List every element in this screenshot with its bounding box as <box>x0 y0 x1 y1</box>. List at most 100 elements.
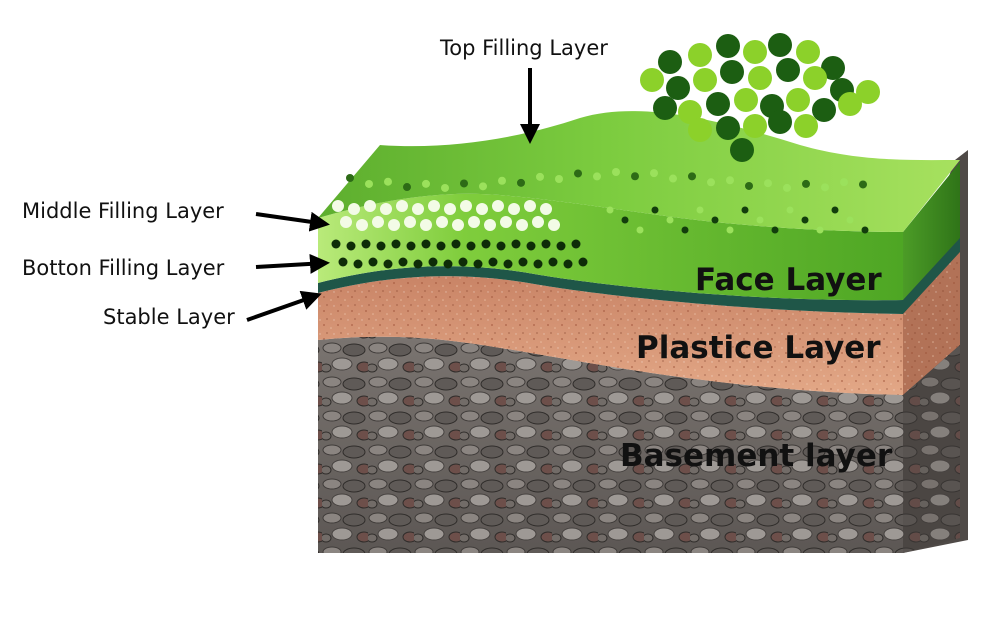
granule <box>707 178 715 187</box>
granule <box>776 58 800 82</box>
middle-filling-label: Middle Filling Layer <box>22 199 224 223</box>
granule <box>421 239 431 249</box>
granule <box>681 226 689 234</box>
top-filling-label: Top Filling Layer <box>439 36 608 60</box>
granule <box>861 226 869 234</box>
granule <box>666 216 674 224</box>
plastice-side-speckle <box>903 252 960 395</box>
granule <box>716 116 740 140</box>
granule <box>441 183 449 192</box>
granule <box>503 259 513 269</box>
granule <box>653 96 677 120</box>
granule <box>338 257 348 267</box>
stable-arrow <box>246 290 322 322</box>
granule <box>688 172 696 181</box>
granule <box>816 226 824 234</box>
granule <box>388 219 400 231</box>
granule <box>796 40 820 64</box>
granule <box>666 76 690 100</box>
granule <box>821 183 829 192</box>
granule <box>720 60 744 84</box>
granule <box>508 203 520 215</box>
granule <box>716 34 740 58</box>
granule <box>541 239 551 249</box>
granule <box>688 43 712 67</box>
granule <box>768 110 792 134</box>
granule <box>636 226 644 234</box>
granule <box>678 100 702 124</box>
granule <box>555 174 563 183</box>
granule <box>612 168 620 177</box>
granule <box>812 98 836 122</box>
granule <box>484 219 496 231</box>
plastice-layer-label: Plastice Layer <box>636 330 881 366</box>
stable-layer <box>318 266 903 314</box>
granule <box>346 241 356 251</box>
granule <box>706 92 730 116</box>
granule <box>606 206 614 214</box>
granule <box>331 239 341 249</box>
granule <box>838 92 862 116</box>
granule <box>726 226 734 234</box>
granule <box>422 179 430 188</box>
granule <box>496 241 506 251</box>
granule <box>803 66 827 90</box>
granule <box>768 33 792 57</box>
granule <box>383 259 393 269</box>
granule <box>640 68 664 92</box>
granule <box>556 241 566 251</box>
granule <box>726 176 734 185</box>
face-layer-front <box>318 193 903 301</box>
granule <box>526 241 536 251</box>
granule <box>741 206 749 214</box>
basement-side-stones <box>903 345 960 553</box>
granule <box>403 183 411 192</box>
granule <box>563 259 573 269</box>
granule <box>840 178 848 187</box>
granule <box>361 239 371 249</box>
grass-side-face <box>903 162 960 300</box>
granule <box>786 206 794 214</box>
granule <box>436 216 448 228</box>
granule <box>593 172 601 181</box>
granule <box>452 219 464 231</box>
basement-stones <box>318 336 903 553</box>
granule <box>693 68 717 92</box>
granule <box>488 257 498 267</box>
granule <box>734 88 758 112</box>
middle-filling-arrow <box>255 211 330 232</box>
granule <box>764 179 772 188</box>
granule <box>821 56 845 80</box>
granule <box>460 200 472 212</box>
granule <box>756 216 764 224</box>
basement-layer-label: Basement layer <box>620 438 893 474</box>
granule <box>365 179 373 188</box>
granule <box>444 203 456 215</box>
granule <box>631 172 639 181</box>
granule <box>578 257 588 267</box>
granule <box>398 257 408 267</box>
granule <box>368 257 378 267</box>
granule <box>391 239 401 249</box>
granule <box>413 259 423 269</box>
granule <box>498 176 506 185</box>
floating-granule-cluster <box>640 33 880 162</box>
granule <box>428 257 438 267</box>
granule <box>492 200 504 212</box>
granule <box>460 179 468 188</box>
granule <box>412 203 424 215</box>
granule <box>548 219 560 231</box>
granule <box>518 257 528 267</box>
granule <box>372 216 384 228</box>
granule <box>651 206 659 214</box>
granule <box>428 200 440 212</box>
granule <box>533 259 543 269</box>
granule <box>332 200 344 212</box>
granule <box>548 257 558 267</box>
granule <box>348 203 360 215</box>
granule <box>476 203 488 215</box>
face-layer-top <box>318 111 960 232</box>
granule <box>846 216 854 224</box>
granule <box>473 259 483 269</box>
granule <box>511 239 521 249</box>
